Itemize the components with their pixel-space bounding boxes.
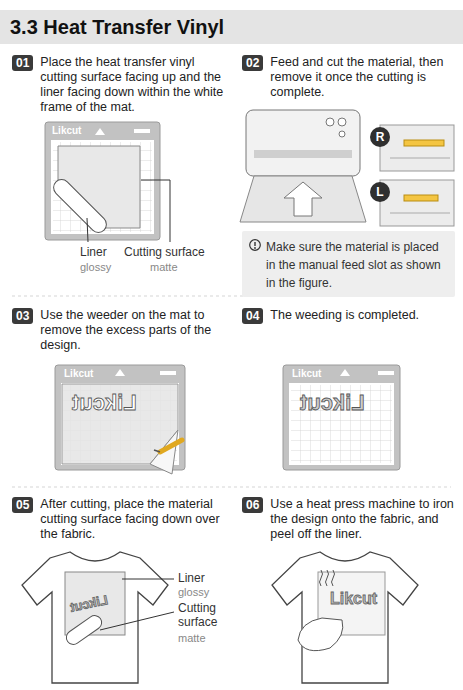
leader-line	[87, 218, 88, 242]
callout-letter: R	[376, 131, 385, 143]
cutting-mat	[95, 128, 105, 135]
part-label: Cutting surface	[124, 246, 205, 260]
part-label: Cutting surface	[178, 602, 230, 630]
cutting-mat	[115, 369, 125, 376]
t-shirt	[320, 570, 323, 586]
detail-inset	[404, 140, 444, 146]
mat-brand: Likcut	[292, 368, 321, 380]
step-row: 03 Use the weeder on the mat to remove th…	[12, 308, 225, 353]
cut-design: Likcut	[72, 390, 137, 415]
detail-inset	[380, 125, 454, 171]
cutting-mat	[283, 365, 400, 470]
info-icon	[250, 240, 261, 251]
step-row: 04 The weeding is completed.	[242, 308, 455, 324]
step-number: 03	[12, 308, 33, 324]
detail-inset	[390, 213, 450, 214]
t-shirt	[326, 570, 329, 586]
cutting-mat	[45, 122, 160, 240]
step-row: 01 Place the heat transfer vinyl cutting …	[12, 55, 225, 115]
part-label: Liner	[178, 572, 205, 586]
finish-label: glossy	[178, 586, 209, 599]
t-shirt	[22, 552, 168, 683]
step-number: 05	[12, 497, 33, 513]
cutting-mat	[340, 369, 350, 376]
step-text: Use the weeder on the mat to remove the …	[40, 308, 225, 353]
t-shirt	[298, 618, 343, 651]
mat-brand: Likcut	[52, 125, 81, 137]
leader-line	[100, 612, 174, 630]
mat-brand: Likcut	[64, 368, 93, 380]
step-row: 06 Use a heat press machine to iron the d…	[242, 497, 455, 542]
cutting-mat	[45, 122, 160, 240]
page-title: 3.3 Heat Transfer Vinyl	[0, 16, 224, 39]
finish-label: glossy	[80, 261, 111, 274]
leader-line	[122, 579, 174, 580]
leader-line	[87, 180, 170, 242]
t-shirt	[272, 552, 418, 683]
cutting-machine	[240, 110, 366, 222]
finish-label: matte	[178, 632, 206, 645]
inset-marker: L	[370, 182, 390, 202]
cutting-mat	[55, 365, 185, 474]
step-number: 02	[242, 55, 263, 71]
note-text: Make sure the material is placed in the …	[266, 240, 441, 290]
t-shirt	[272, 552, 418, 683]
cutting-mat	[378, 371, 394, 375]
t-shirt	[332, 570, 335, 586]
step-number: 01	[12, 55, 33, 71]
step-row: 02 Feed and cut the material, then remove…	[242, 55, 455, 100]
t-shirt	[64, 613, 105, 647]
finish-label: matte	[150, 261, 178, 274]
step-text: Place the heat transfer vinyl cutting su…	[40, 55, 225, 115]
cutting-mat	[134, 129, 150, 133]
cutting-machine	[338, 118, 346, 126]
cutting-machine	[246, 110, 360, 176]
cutting-mat	[160, 371, 176, 375]
cutting-mat	[160, 440, 182, 452]
detail-inset	[404, 195, 438, 201]
cutting-mat	[290, 384, 393, 464]
step-row: 05 After cutting, place the material cutt…	[12, 497, 225, 542]
note-box: Make sure the material is placed in the …	[242, 231, 455, 297]
title-band: 3.3 Heat Transfer Vinyl	[0, 10, 463, 44]
cutting-mat	[154, 450, 160, 452]
cutting-machine	[284, 182, 322, 216]
callout-letter: L	[376, 186, 383, 198]
cutting-mat	[283, 365, 400, 470]
info-icon	[254, 247, 256, 249]
transferred-design: Likcut	[330, 590, 377, 608]
step-text: After cutting, place the material cuttin…	[40, 497, 225, 542]
detail-inset	[390, 158, 450, 159]
divider	[12, 487, 451, 488]
detail-inset	[380, 125, 454, 226]
inset-marker: R	[370, 127, 390, 147]
cutting-machine	[254, 150, 352, 158]
leader-line	[100, 579, 174, 630]
cutting-machine	[326, 118, 334, 126]
detail-inset	[380, 180, 454, 226]
step-number: 04	[242, 308, 263, 324]
cutting-mat	[50, 176, 109, 235]
cutting-machine	[240, 176, 366, 222]
t-shirt	[22, 552, 168, 683]
info-icon	[249, 239, 261, 251]
cutting-machine	[339, 131, 345, 137]
info-icon	[254, 242, 255, 246]
step-text: Feed and cut the material, then remove i…	[270, 55, 455, 100]
step-number: 06	[242, 497, 263, 513]
leader-line	[141, 180, 170, 242]
part-label: Liner	[80, 246, 107, 260]
cut-design: Likcut	[300, 390, 365, 415]
step-text: The weeding is completed.	[270, 308, 419, 323]
step-text: Use a heat press machine to iron the des…	[270, 497, 455, 542]
